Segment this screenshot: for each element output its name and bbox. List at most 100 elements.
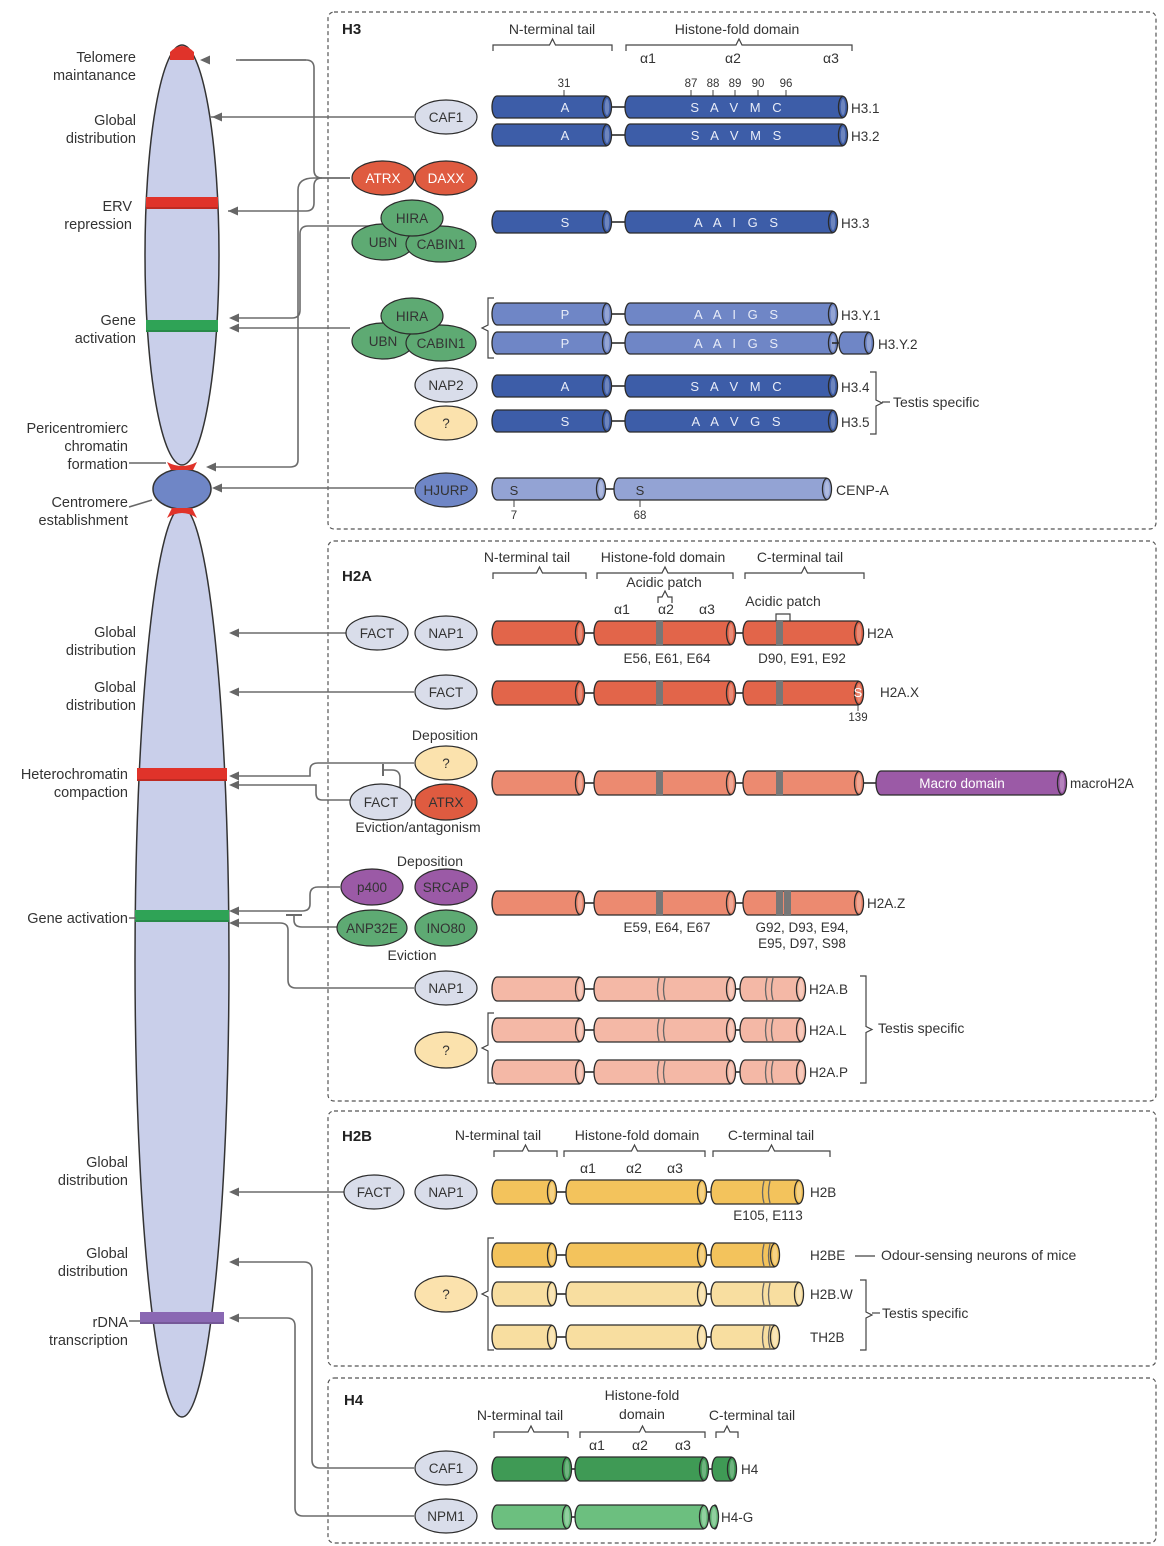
pericentromere-band [167, 508, 197, 518]
residue-label: S [561, 414, 570, 429]
histone-fold-segment [565, 1324, 708, 1350]
acidic-patch-label: Acidic patch [626, 574, 701, 590]
panel-title-h2a: H2A [342, 568, 372, 585]
n-terminal-segment [491, 302, 613, 326]
eviction-label: Eviction/antagonism [355, 819, 480, 835]
n-terminal-segment [491, 95, 613, 119]
n-terminal-segment [491, 680, 586, 706]
variant-name: H3.3 [841, 216, 870, 231]
n-terminal-segment [491, 890, 586, 916]
fold-mark [656, 1018, 660, 1042]
helix-label: α1 [614, 601, 630, 617]
macro-domain-label: Macro domain [919, 776, 1005, 791]
acidic-stripe [776, 681, 783, 705]
n-terminal-segment [491, 331, 613, 355]
panel-title-h2b: H2B [342, 1128, 372, 1145]
fold-mark [761, 1325, 765, 1349]
telomere-band [170, 46, 194, 60]
variant-name: TH2B [810, 1330, 845, 1345]
residue-label: A A V G S [691, 414, 784, 429]
domain-bracket [579, 1424, 706, 1438]
chromosome-band [140, 1312, 224, 1324]
connector-path [232, 922, 414, 989]
chaperone-label: DAXX [428, 171, 465, 186]
domain-bracket [712, 1143, 831, 1157]
panel-title-h3: H3 [342, 21, 361, 38]
connector-line [128, 499, 153, 508]
residue-position: 96 [780, 78, 793, 90]
domain-bracket [715, 1424, 739, 1438]
arrow-head-icon [229, 918, 239, 928]
fold-mark [770, 1060, 774, 1084]
testis-note: Testis specific [878, 1020, 964, 1036]
connector-path [210, 177, 322, 468]
histone-fold-segment [574, 1456, 710, 1482]
chaperone-label: FACT [364, 795, 399, 810]
chromosome [134, 44, 230, 1418]
fold-mark [662, 1060, 666, 1084]
helix-label: α2 [626, 1160, 642, 1176]
fold-mark [767, 1282, 771, 1306]
variant-name: H2A.X [880, 685, 919, 700]
eviction-label: Eviction [387, 947, 436, 963]
domain-bracket [744, 565, 865, 579]
connector-path [232, 1317, 414, 1517]
n-terminal-segment [491, 1017, 586, 1043]
histone-fold-segment [613, 477, 833, 501]
domain-bracket [625, 37, 853, 51]
c-terminal-segment [739, 1059, 807, 1085]
residue-position: 89 [729, 78, 742, 90]
chaperone-fact: FACT [349, 783, 413, 821]
domain-header: N-terminal tail [477, 1407, 563, 1423]
residue-position: 68 [634, 510, 647, 522]
fold-mark [767, 1180, 771, 1204]
histone-panel [327, 11, 1157, 530]
residue-position: 87 [685, 78, 698, 90]
n-terminal-segment [491, 1324, 558, 1350]
residue-label: S [854, 685, 863, 700]
n-terminal-segment [491, 976, 586, 1002]
arrow-head-icon [229, 1257, 239, 1267]
domain-header: Histone-fold domain [575, 1127, 700, 1143]
domain-bracket [492, 565, 587, 579]
residue-label: S A V M C [690, 379, 785, 394]
domain-bracket [596, 565, 734, 579]
arrow-head-icon [212, 112, 222, 122]
fold-mark [662, 977, 666, 1001]
domain-header: N-terminal tail [509, 21, 595, 37]
chaperone-label: NPM1 [427, 1509, 465, 1524]
residue-label: S [561, 215, 570, 230]
histone-fold-segment [565, 1179, 708, 1205]
domain-bracket [493, 1424, 569, 1438]
residue-position: 88 [707, 78, 720, 90]
variant-bracket [480, 1237, 494, 1351]
chaperone-p400: p400 [340, 868, 404, 906]
chaperone-fact: FACT [343, 1174, 405, 1210]
chaperone-label: CABIN1 [417, 336, 466, 351]
arrow-head-icon [229, 1187, 239, 1197]
chaperone-label: FACT [357, 1185, 392, 1200]
chaperone-npm1: NPM1 [414, 1498, 478, 1534]
chromosome-band [146, 197, 218, 209]
chaperone-hira: HIRA [380, 199, 444, 237]
fold-mark [767, 1243, 771, 1267]
residue-list: G92, D93, E94, [755, 920, 848, 935]
chaperone-caf1: CAF1 [414, 99, 478, 135]
residue-position: 90 [752, 78, 765, 90]
chaperone-nap1: NAP1 [414, 970, 478, 1006]
chaperone-unknown: ? [414, 405, 478, 441]
connector-path [232, 1261, 414, 1469]
c-terminal-segment [742, 770, 865, 796]
connector-path [232, 762, 414, 777]
variant-name: H3.1 [851, 101, 880, 116]
chaperone-nap2: NAP2 [414, 367, 478, 403]
variant-name: H2A.B [809, 982, 848, 997]
acidic-stripe [656, 771, 663, 795]
helix-label: α1 [640, 50, 656, 66]
arrow-head-icon [229, 780, 239, 790]
acidic-stripe [776, 891, 783, 915]
